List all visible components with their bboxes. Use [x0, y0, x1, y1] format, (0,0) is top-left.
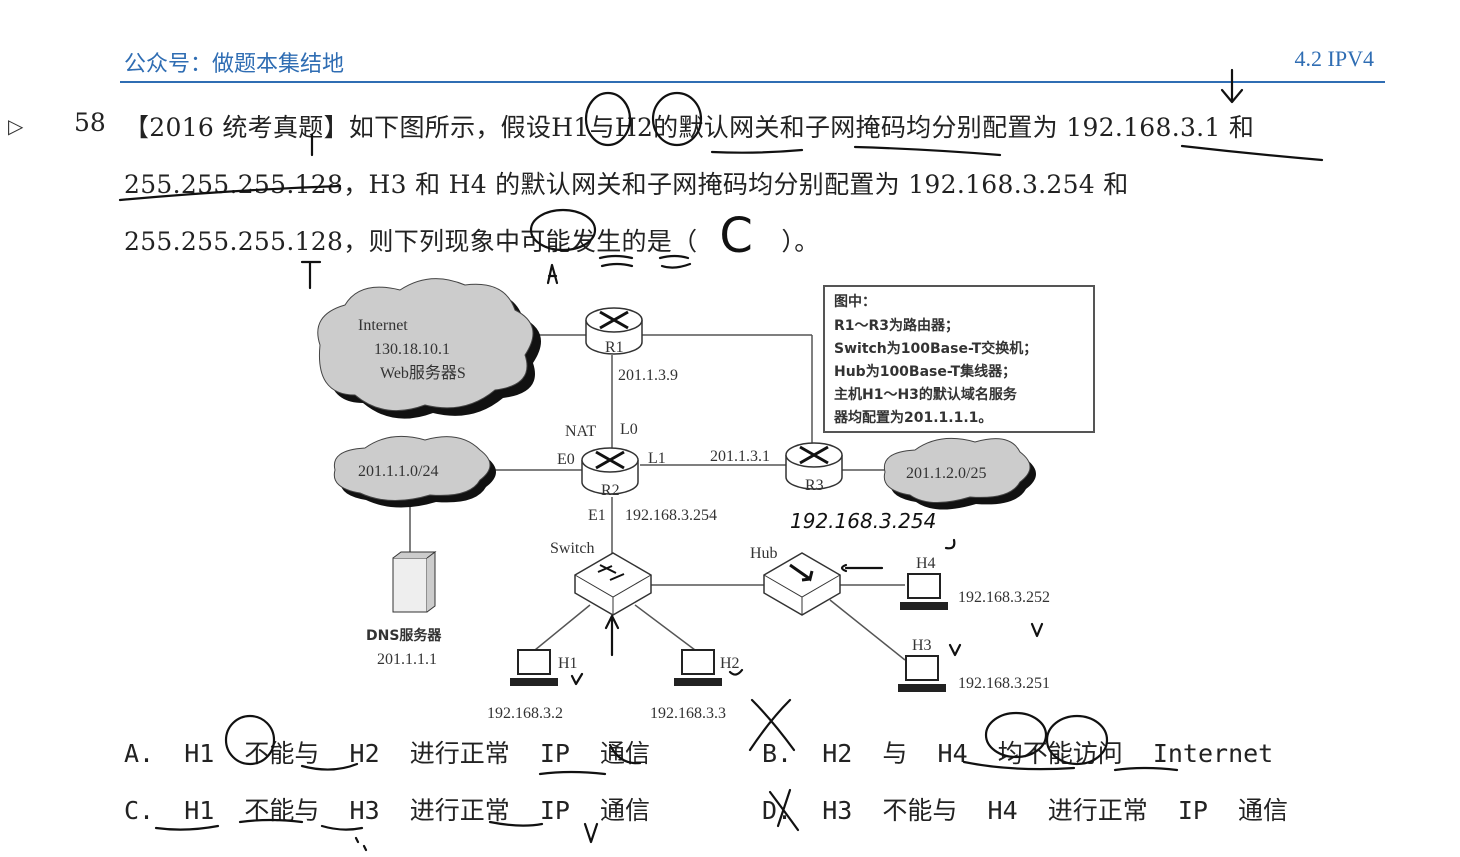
- question-line-2: 255.255.255.128，H3 和 H4 的默认网关和子网掩码均分别配置为…: [124, 170, 1129, 199]
- option-c[interactable]: C. H1 不能与 H3 进行正常 IP 通信: [124, 796, 651, 825]
- r1-ip: 201.1.3.9: [618, 367, 678, 384]
- e1-label: E1: [588, 507, 606, 524]
- h4-ip: 192.168.3.252: [958, 589, 1050, 606]
- e0-label: E0: [557, 451, 575, 468]
- h4-label: H4: [916, 555, 936, 572]
- r1-label: R1: [605, 339, 624, 356]
- right-network-cloud: 201.1.2.0/25: [883, 437, 1036, 510]
- legend-box: 图中： R1～R3为路由器； Switch为100Base-T交换机； Hub为…: [823, 285, 1095, 433]
- h2-ip: 192.168.3.3: [650, 705, 726, 722]
- l0-label: L0: [620, 421, 638, 438]
- web-server-ip: 130.18.10.1: [374, 341, 450, 358]
- h2-label: H2: [720, 655, 740, 672]
- nat-label: NAT: [565, 423, 596, 440]
- hub-icon: Hub: [750, 545, 841, 616]
- question-line-3-pre: 255.255.255.128，则下列现象中可能发生的是（: [124, 227, 698, 256]
- right-network-label: 201.1.2.0/25: [906, 465, 986, 482]
- legend-line: Hub为100Base-T集线器；: [834, 363, 1016, 380]
- internet-label: Internet: [358, 317, 408, 334]
- h3-ip: 192.168.3.251: [958, 675, 1050, 692]
- links: [409, 334, 906, 661]
- option-b[interactable]: B. H2 与 H4 均不能访问 Internet: [762, 739, 1274, 768]
- legend-line: Switch为100Base-T交换机；: [834, 340, 1037, 357]
- h3-label: H3: [912, 637, 932, 654]
- router-r3-icon: R3: [785, 442, 843, 494]
- router-r1-icon: R1: [585, 307, 643, 356]
- host-h2-icon: H2 192.168.3.3: [650, 649, 740, 722]
- r2-label: R2: [601, 482, 620, 499]
- handwritten-answer: C: [719, 208, 754, 264]
- question-line-3-post: ）。: [781, 227, 820, 256]
- switch-icon: Switch: [550, 540, 652, 616]
- dns-server-icon: DNS服务器 201.1.1.1: [366, 551, 442, 668]
- host-h4-icon: H4 192.168.3.252: [900, 555, 1050, 610]
- legend-line: R1～R3为路由器；: [834, 317, 959, 334]
- hub-label: Hub: [750, 545, 778, 562]
- left-network-cloud: 201.1.1.0/24: [333, 435, 496, 508]
- internet-cloud: Internet 130.18.10.1 Web服务器S: [317, 278, 541, 419]
- header-divider: [120, 81, 1385, 83]
- legend-line: 图中：: [834, 293, 876, 310]
- handwritten-ip-note: 192.168.3.254: [790, 509, 936, 533]
- h1-ip: 192.168.3.2: [487, 705, 563, 722]
- header-section: 4.2 IPV4: [1294, 46, 1374, 71]
- play-marker-icon[interactable]: ▷: [8, 114, 24, 138]
- l1-label: L1: [648, 450, 666, 467]
- legend-line: 器均配置为201.1.1.1。: [833, 409, 992, 426]
- option-d[interactable]: D. H3 不能与 H4 进行正常 IP 通信: [762, 796, 1289, 825]
- web-server-label: Web服务器S: [380, 364, 466, 382]
- r3-ip: 201.1.3.1: [710, 448, 770, 465]
- r3-label: R3: [805, 477, 824, 494]
- legend-line: 主机H1～H3的默认域名服务: [834, 386, 1018, 403]
- left-network-label: 201.1.1.0/24: [358, 463, 438, 480]
- question-line-3: 255.255.255.128，则下列现象中可能发生的是（ C ）。: [124, 210, 820, 262]
- h1-label: H1: [558, 655, 578, 672]
- dns-label: DNS服务器: [366, 627, 442, 644]
- handwritten-annotations: 192.168.3.254: [118, 68, 1324, 852]
- header-source: 公众号：做题本集结地: [124, 52, 345, 77]
- dns-ip: 201.1.1.1: [377, 651, 437, 668]
- host-h1-icon: H1 192.168.3.2: [487, 649, 578, 722]
- router-r2-icon: R2: [581, 447, 639, 499]
- host-h3-icon: H3 192.168.3.251: [898, 637, 1050, 692]
- r2-e1-ip: 192.168.3.254: [625, 507, 717, 524]
- question-number: 58: [74, 108, 106, 137]
- option-a[interactable]: A. H1 不能与 H2 进行正常 IP 通信: [124, 739, 651, 768]
- switch-label: Switch: [550, 540, 594, 557]
- answer-slot: C: [697, 210, 781, 262]
